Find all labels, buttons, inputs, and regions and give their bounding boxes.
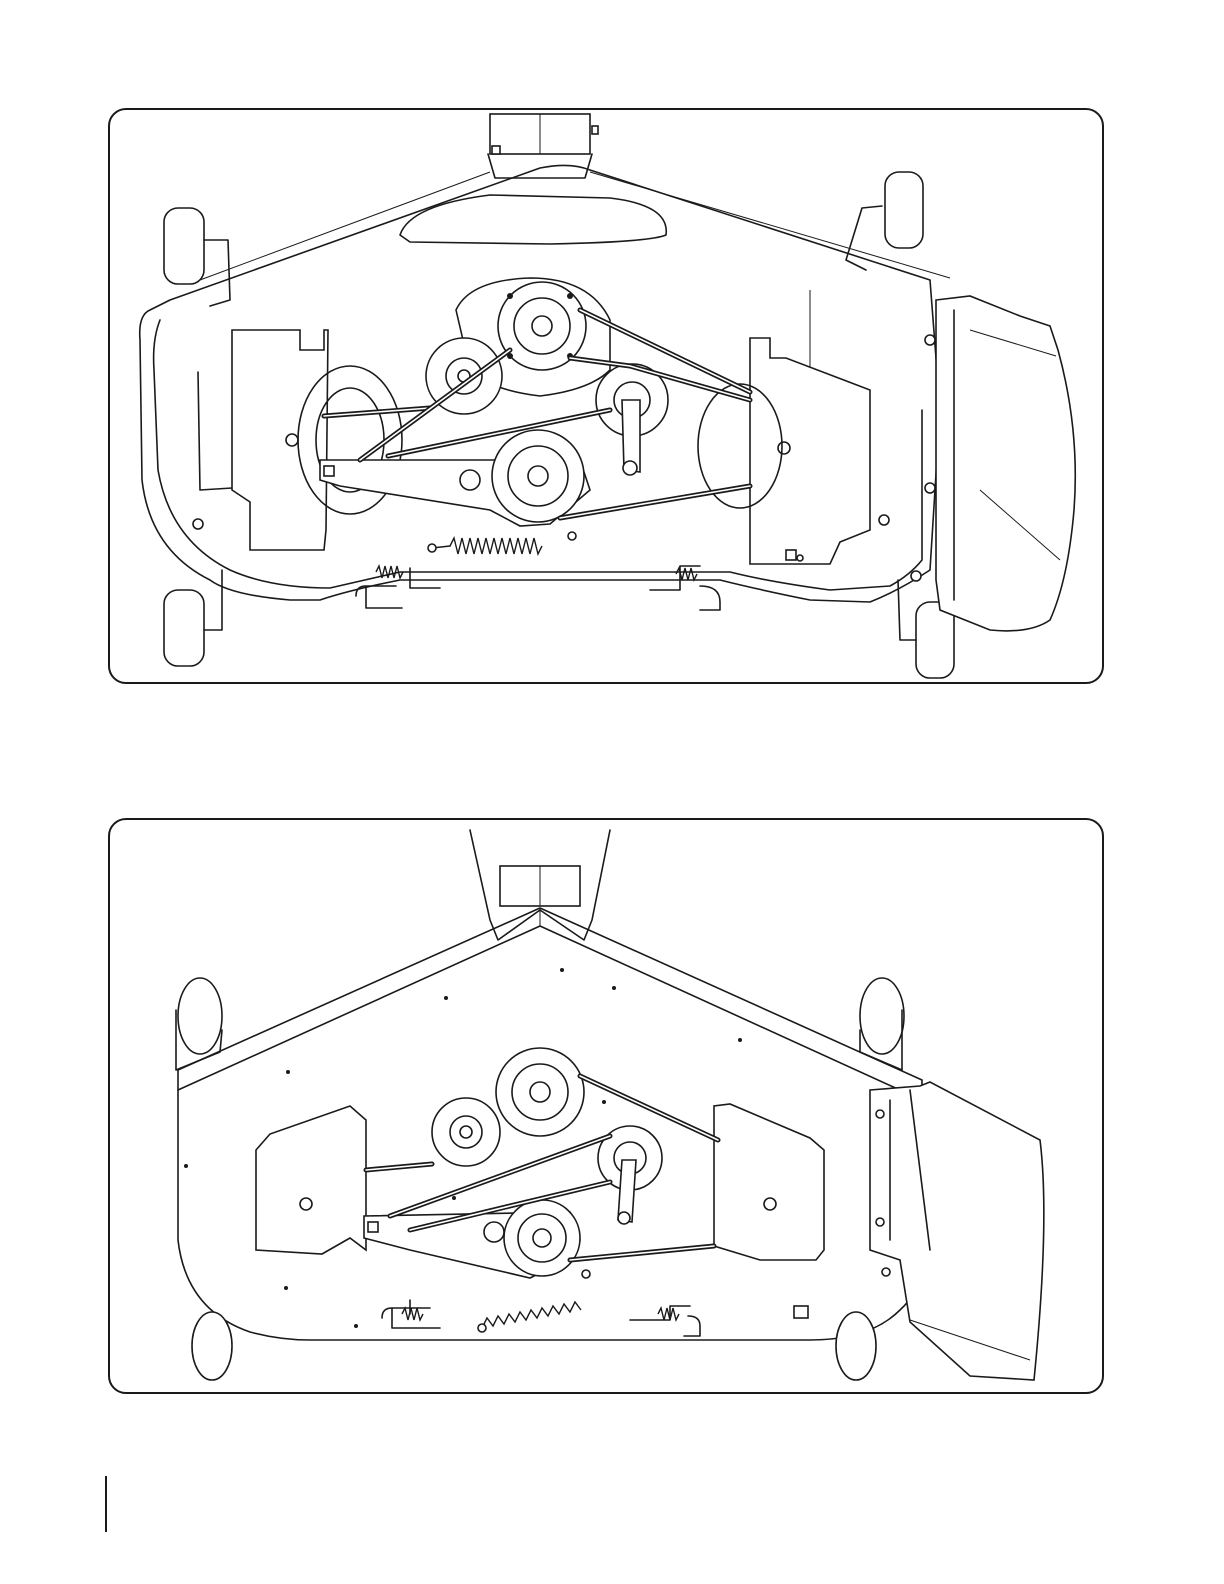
deck-diagram-bottom xyxy=(110,820,1102,1392)
gauge-wheel-rear-left xyxy=(164,590,204,666)
gauge-wheel-front-right xyxy=(860,978,904,1054)
rear-hanger-left xyxy=(382,1300,440,1328)
gauge-wheel-front-right xyxy=(885,172,923,248)
rear-hanger-right xyxy=(630,1306,700,1336)
left-spindle-cover xyxy=(256,1106,366,1254)
deck-diagram-top xyxy=(110,110,1102,682)
figure-bottom-panel xyxy=(108,818,1104,1394)
right-spindle-cover xyxy=(750,338,870,564)
left-spindle-cover xyxy=(232,330,328,550)
discharge-chute xyxy=(936,296,1075,631)
idler-spring xyxy=(478,1270,590,1332)
figure-top-panel xyxy=(108,108,1104,684)
gauge-wheel-front-left xyxy=(178,978,222,1054)
page-margin-rule xyxy=(105,1476,107,1532)
idler-spring xyxy=(428,532,576,554)
right-spindle-cover xyxy=(714,1104,824,1260)
gauge-wheel-rear-left xyxy=(192,1312,232,1380)
gauge-wheel-rear-right xyxy=(836,1312,876,1380)
deck-vent-slot xyxy=(400,195,666,244)
gauge-wheel-front-left xyxy=(164,208,204,284)
rear-hanger-left xyxy=(356,568,440,608)
